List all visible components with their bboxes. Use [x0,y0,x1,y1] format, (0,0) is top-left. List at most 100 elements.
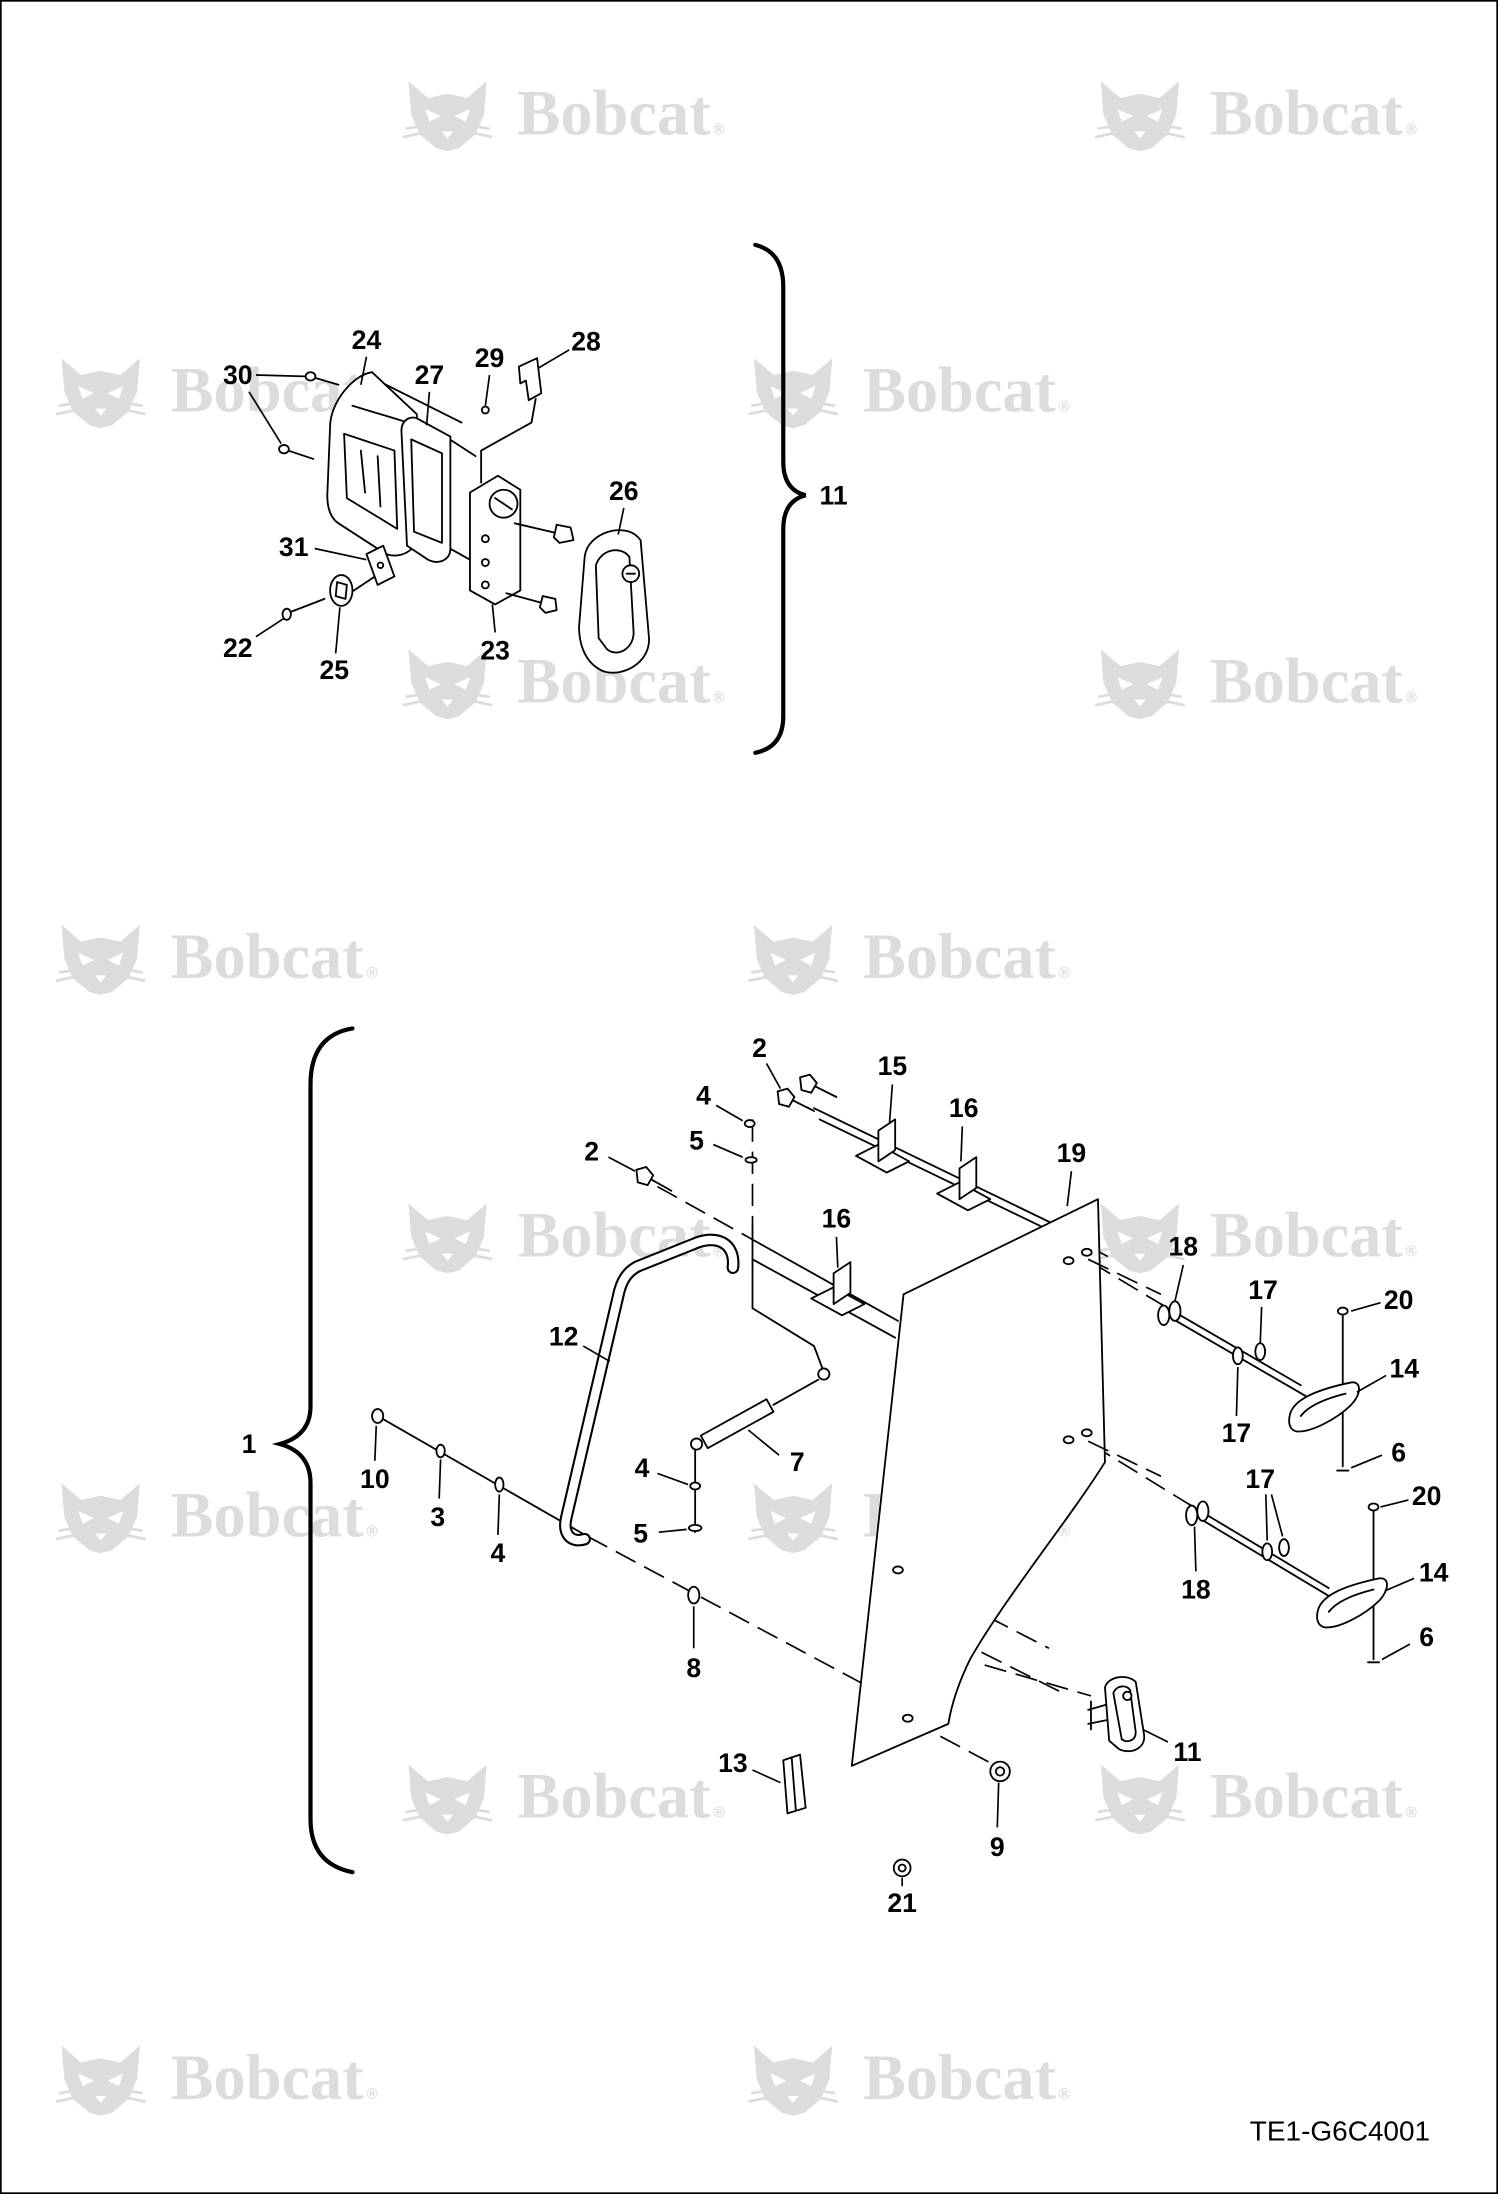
leader-18a [1174,1264,1185,1302]
leader-18b [1193,1526,1197,1572]
part-19-glass-panel [850,1198,1162,1767]
part-27-gasket [400,416,452,563]
callout-21: 21 [887,1888,917,1918]
drawing-number: TE1-G6C4001 [1250,2116,1430,2147]
bobcat-logo-icon [61,2045,140,2116]
bobcat-wordmark: Bobcat® [863,2042,1071,2113]
registered-mark: ® [1406,121,1418,138]
leader-17c [1264,1494,1269,1541]
bobcat-watermark: Bobcat® [402,1200,725,1274]
part-22-screw [281,597,326,621]
callout-8: 8 [686,1653,701,1683]
bobcat-logo-icon [408,1203,487,1274]
callout-25: 25 [320,655,350,685]
part-21-washer [892,1858,912,1878]
callout-6: 6 [1391,1437,1406,1467]
bobcat-logo-whiskers [1094,1246,1185,1261]
bobcat-logo-icon [408,649,487,720]
leader-16b [835,1236,839,1268]
part-24-latch-housing [326,371,421,557]
callout-31: 31 [279,532,309,562]
registered-mark: ® [1059,1523,1071,1540]
leader-4b [657,1472,689,1486]
leader-28 [538,349,570,369]
part-23-latch-mechanism [469,397,537,606]
part-25-cam [329,574,354,607]
leader-20a [1350,1301,1381,1312]
lower-brace-label: 1 [242,1429,257,1459]
leader-15 [888,1084,894,1123]
leader-17a [1259,1306,1263,1344]
callout-26: 26 [609,476,639,506]
bobcat-logo-icon [1100,649,1180,720]
part-9-knob [989,1760,1011,1783]
leader-25 [334,607,341,654]
bobcat-logo-icon [1100,1764,1180,1835]
part-15-hinge-bracket [855,1118,911,1174]
bobcat-logo-whiskers [55,968,146,983]
leader-17b [1235,1367,1239,1417]
bobcat-wordmark: Bobcat® [1210,77,1418,148]
callout-9: 9 [990,1832,1005,1862]
glass-hole [1062,1256,1075,1266]
leader-13 [752,1769,781,1784]
bobcat-logo-whiskers [1094,1807,1185,1822]
leader-24 [360,356,368,385]
bobcat-logo-icon [753,924,833,995]
callout-7: 7 [790,1447,805,1477]
bobcat-logo-icon [61,924,140,995]
part-10-pin [371,1408,385,1424]
bobcat-watermark: Bobcat® [55,2042,378,2116]
callout-4: 4 [491,1538,506,1568]
glass-hole [901,1713,914,1723]
registered-mark: ® [713,689,725,706]
part-29-pin [480,405,490,415]
leader-6a [1350,1454,1383,1469]
upper-bolt-2 [505,592,558,614]
bobcat-logo-icon [753,1483,833,1554]
callout-18: 18 [1169,1232,1199,1262]
bobcat-logo-whiskers [748,2089,839,2104]
bobcat-watermark: Bobcat® [55,921,378,995]
bobcat-logo-whiskers [748,968,839,983]
callout-6: 6 [1419,1622,1434,1652]
bobcat-logo-whiskers [55,2089,146,2104]
bobcat-wordmark: Bobcat® [518,77,726,148]
upper-brace-label: 11 [820,480,848,510]
bobcat-wordmark: Bobcat® [1210,645,1418,716]
callout-19: 19 [1057,1138,1087,1168]
part-26-handle [578,529,650,674]
callout-17: 17 [1248,1275,1278,1305]
callout-5: 5 [633,1519,648,1549]
lower-assembly-lines [376,1107,1190,1767]
leader-11 [1142,1728,1169,1743]
leader-4a [715,1104,744,1122]
callout-27: 27 [415,360,445,390]
part-16-hinge-bracket-lower [810,1261,866,1317]
bobcat-logo-whiskers [1094,692,1185,707]
leader-19 [1066,1171,1073,1207]
callout-15: 15 [878,1051,908,1081]
leader-3 [438,1459,442,1499]
part-3-washer [435,1443,446,1459]
leader-10 [374,1425,378,1461]
registered-mark: ® [366,2086,378,2103]
leader-2b [608,1156,636,1172]
callout-28: 28 [571,326,601,356]
lower-assembly: 2 15 4 16 5 2 19 16 18 17 20 12 14 17 6 … [242,1026,1449,1918]
leader-20b [1380,1499,1409,1508]
callout-10: 10 [360,1464,390,1494]
part-18-washer-upper [1157,1304,1171,1326]
part-8-washer [687,1585,701,1605]
part-5-washer-lower [687,1523,703,1532]
bobcat-watermark: Bobcat® [748,921,1071,995]
bobcat-logo-icon [753,2045,833,2116]
bobcat-logo-whiskers [55,401,146,416]
callout-14: 14 [1419,1558,1449,1588]
registered-mark: ® [713,1805,725,1822]
glass-hole [1080,1247,1093,1257]
registered-mark: ® [1059,965,1071,982]
